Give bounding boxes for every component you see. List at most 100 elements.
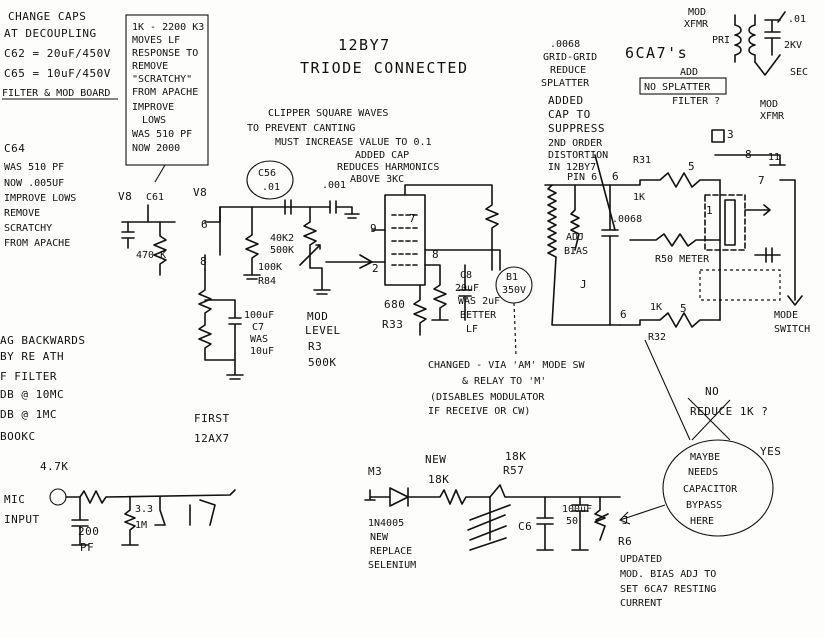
- supply-chain: [364, 484, 621, 551]
- svg-text:SET 6CA7 RESTING: SET 6CA7 RESTING: [620, 584, 716, 595]
- svg-text:2ND ORDER: 2ND ORDER: [548, 138, 603, 149]
- label-input: INPUT: [4, 513, 40, 526]
- svg-text:DB @ 1MC: DB @ 1MC: [0, 408, 57, 421]
- svg-text:IF RECEIVE OR CW): IF RECEIVE OR CW): [428, 406, 530, 417]
- title-tube: 12BY7: [338, 36, 391, 54]
- label-001: .001: [322, 180, 346, 191]
- note-line: 1K - 2200 K3: [132, 22, 204, 33]
- label-pin9: 9: [370, 222, 377, 235]
- label-v8: V8: [118, 190, 132, 203]
- svg-text:REPLACE: REPLACE: [370, 546, 412, 557]
- label-v8: V8: [193, 186, 207, 199]
- label-r32-value: 1K: [650, 302, 662, 313]
- label-c56: C56: [258, 168, 276, 179]
- label-1: 1: [706, 204, 713, 217]
- note-line: FILTER & MOD BOARD: [2, 88, 110, 99]
- note-box: [125, 14, 209, 166]
- label-c7-note: 10uF: [250, 346, 274, 357]
- svg-text:LF: LF: [466, 324, 478, 335]
- label-pin6: PIN 6: [567, 172, 597, 183]
- svg-text:SPLATTER: SPLATTER: [541, 78, 590, 89]
- label-r32: R32: [648, 332, 666, 343]
- svg-text:& RELAY TO 'M': & RELAY TO 'M': [462, 376, 546, 387]
- label-pin8: 8: [432, 248, 439, 261]
- svg-text:ADDED: ADDED: [548, 94, 584, 107]
- svg-text:BYPASS: BYPASS: [686, 500, 722, 511]
- svg-text:XFMR: XFMR: [684, 19, 709, 30]
- svg-text:GRID-GRID: GRID-GRID: [543, 52, 597, 63]
- svg-text:SUPPRESS: SUPPRESS: [548, 122, 605, 135]
- label-r31: R31: [633, 155, 651, 166]
- note-line: CLIPPER SQUARE WAVES: [268, 108, 388, 119]
- svg-text:UPDATED: UPDATED: [620, 554, 662, 565]
- note-line: TO PREVENT CANTING: [247, 123, 355, 134]
- label-mode-switch: MODE: [774, 310, 798, 321]
- svg-text:F FILTER: F FILTER: [0, 370, 57, 383]
- svg-text:(DISABLES MODULATOR: (DISABLES MODULATOR: [430, 392, 545, 403]
- note-line: REMOVE: [4, 208, 40, 219]
- svg-text:AG BACKWARDS: AG BACKWARDS: [0, 334, 85, 347]
- label-11: 11: [768, 152, 780, 163]
- svg-text:BY RE ATH: BY RE ATH: [0, 350, 64, 363]
- svg-text:MOD: MOD: [307, 310, 328, 323]
- label-470k: 470 K: [136, 250, 166, 261]
- label-5b: 5: [680, 302, 687, 315]
- label-b1-value: 350V: [502, 285, 526, 296]
- label-0068: .0068: [612, 214, 642, 225]
- no-reduce-note: NO REDUCE 1K ?: [644, 339, 768, 441]
- note-line: SCRATCHY: [4, 223, 52, 234]
- svg-text:BETTER: BETTER: [460, 310, 497, 321]
- decoupling-note: CHANGE CAPS AT DECOUPLING C62 = 20uF/450…: [2, 10, 118, 100]
- label-r84: R84: [258, 276, 276, 287]
- note-line: REDUCES HARMONICS: [337, 162, 439, 173]
- label-18k-r: 18K: [505, 450, 526, 463]
- cathode-resistor: [198, 269, 244, 380]
- title-mode: TRIODE CONNECTED: [300, 59, 469, 77]
- label-c6: C6: [518, 520, 532, 533]
- label-c7-note: WAS: [250, 334, 268, 345]
- label-12ax7: 12AX7: [194, 432, 230, 445]
- note-line: MOVES LF: [132, 35, 180, 46]
- svg-text:CAP TO: CAP TO: [548, 108, 591, 121]
- label-j: J: [580, 278, 587, 291]
- label-c7-note: 100uF: [244, 310, 274, 321]
- svg-text:BOOKC: BOOKC: [0, 430, 36, 443]
- svg-text:R3: R3: [308, 340, 322, 353]
- label-pin7: 7: [409, 212, 416, 225]
- note-line: WAS 510 PF: [132, 129, 192, 140]
- label-8: 8: [745, 148, 752, 161]
- grid-bias-network: [544, 154, 721, 328]
- svg-text:1N4005: 1N4005: [368, 518, 404, 529]
- note-line: ADDED CAP: [355, 150, 409, 161]
- svg-text:SELENIUM: SELENIUM: [368, 560, 416, 571]
- svg-text:R6: R6: [618, 535, 632, 548]
- label-bias-adj: ADJ: [566, 232, 584, 243]
- label-r31-value: 1K: [633, 192, 645, 203]
- svg-text:CURRENT: CURRENT: [620, 598, 662, 609]
- via-am-note: CHANGED - VIA 'AM' MODE SW & RELAY TO 'M…: [428, 360, 586, 417]
- note-line: IMPROVE LOWS: [4, 193, 76, 204]
- mod-xfmr-right: MOD XFMR: [760, 99, 785, 122]
- note-line: C65 = 10uF/450V: [4, 67, 111, 80]
- note-line: CHANGE CAPS: [8, 10, 86, 23]
- label-500k: 500K: [270, 245, 294, 256]
- note-line: LOWS: [142, 115, 166, 126]
- label-pin6: 6: [201, 218, 208, 231]
- svg-text:SEC: SEC: [790, 67, 808, 78]
- svg-text:DISTORTION: DISTORTION: [548, 150, 608, 161]
- grid-cap-note: .0068 GRID-GRID REDUCE SPLATTER ADDED CA…: [541, 39, 608, 173]
- label-680: 680: [384, 298, 405, 311]
- label-200: 200: [78, 525, 99, 538]
- label-40k: 40K2: [270, 233, 294, 244]
- diode-note: 1N4005 NEW REPLACE SELENIUM: [368, 518, 416, 571]
- svg-text:CHANGED - VIA 'AM' MODE SW: CHANGED - VIA 'AM' MODE SW: [428, 360, 586, 371]
- label-m3: M3: [368, 465, 382, 478]
- svg-text:NO SPLATTER: NO SPLATTER: [644, 82, 711, 93]
- c56-highlight-circle: [246, 160, 294, 200]
- note-line: NOW .005UF: [4, 178, 64, 189]
- svg-text:XFMR: XFMR: [760, 111, 785, 122]
- label-b1: B1: [506, 272, 518, 283]
- label-pin8: 8: [200, 255, 207, 268]
- label-pf: PF: [80, 541, 94, 554]
